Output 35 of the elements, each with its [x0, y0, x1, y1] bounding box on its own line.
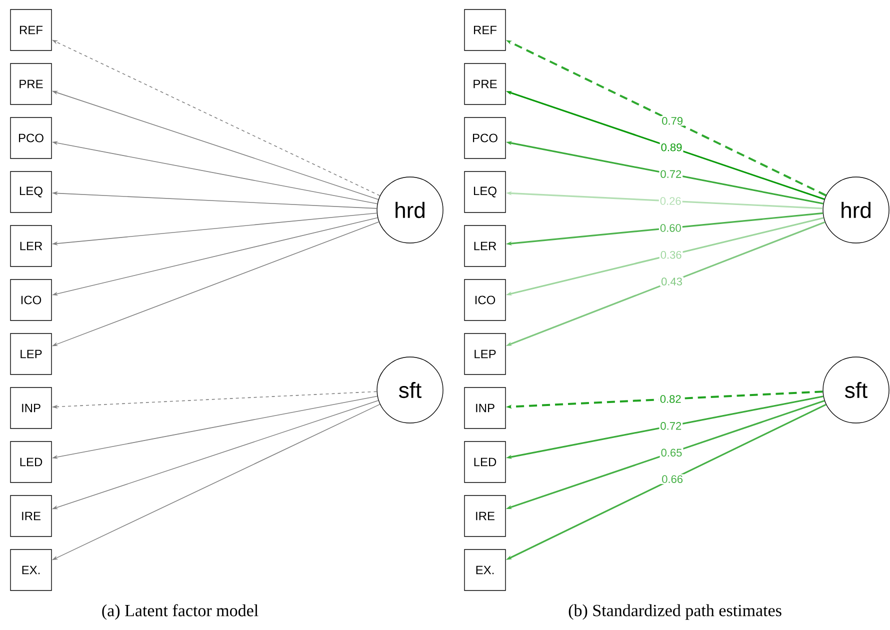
indicator-box: INP — [10, 387, 52, 429]
edge-label: 0.72 — [659, 169, 683, 179]
edge-label: 0.89 — [660, 142, 684, 152]
caption: (a) Latent factor model — [102, 604, 258, 620]
indicator-box: INP — [464, 387, 506, 429]
indicator-box: REF — [464, 9, 506, 51]
caption: (b) Standardized path estimates — [568, 604, 782, 620]
indicator-box: EX. — [10, 549, 52, 591]
edge-label: 0.43 — [660, 276, 684, 286]
edge-label: 0.65 — [660, 448, 684, 458]
indicator-box: IRE — [464, 495, 506, 537]
indicator-box: LEP — [464, 333, 506, 375]
edge-label: 0.26 — [658, 196, 682, 206]
edge-label: 0.60 — [658, 223, 682, 233]
indicator-box: LEQ — [10, 171, 52, 213]
indicator-box: ICO — [464, 279, 506, 321]
indicator-box: LED — [10, 441, 52, 483]
indicator-box: LER — [464, 225, 506, 267]
indicator-box: LED — [464, 441, 506, 483]
indicator-box: IRE — [10, 495, 52, 537]
indicator-box: PRE — [464, 63, 506, 105]
edge-label: 0.36 — [659, 250, 683, 260]
indicator-box: LER — [10, 225, 52, 267]
edge-label: 0.79 — [660, 116, 684, 126]
indicator-box: EX. — [464, 549, 506, 591]
indicator-box: PCO — [464, 117, 506, 159]
indicator-box: LEQ — [464, 171, 506, 213]
edge-label: 0.66 — [660, 474, 684, 484]
edge-label: 0.82 — [658, 394, 682, 404]
indicator-box: PCO — [10, 117, 52, 159]
indicator-box: ICO — [10, 279, 52, 321]
indicator-box: PRE — [10, 63, 52, 105]
indicator-box: LEP — [10, 333, 52, 375]
indicator-box: REF — [10, 9, 52, 51]
edge-label: 0.72 — [659, 421, 683, 431]
